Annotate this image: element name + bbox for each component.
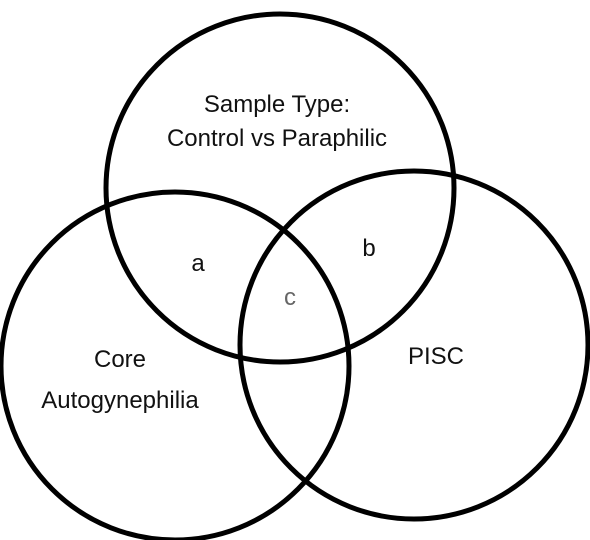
circle-sample-type [103, 11, 457, 365]
region-label-a: a [191, 250, 205, 277]
label-core-line2: Autogynephilia [41, 387, 199, 414]
label-sample-type-line2: Control vs Paraphilic [167, 125, 387, 152]
label-pisc: PISC [408, 343, 464, 370]
label-sample-type-line1: Sample Type: [204, 91, 350, 118]
circle-core-autogynephilia [0, 189, 352, 540]
circle-pisc [237, 168, 590, 522]
label-core-line1: Core [94, 346, 146, 373]
region-label-b: b [362, 235, 375, 262]
region-label-c: c [284, 284, 296, 311]
